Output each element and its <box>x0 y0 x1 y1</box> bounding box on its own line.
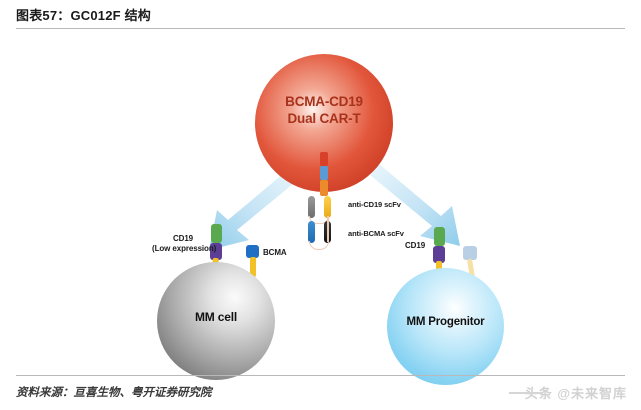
mm-progenitor-label: MM Progenitor <box>406 316 485 328</box>
mm-cell-cd19-label-line1: CD19 <box>172 234 194 243</box>
mm-cell-label: MM cell <box>195 310 237 324</box>
watermark: 头条 @未来智库 <box>508 383 627 402</box>
source-text: 资料来源：亘喜生物、粤开证券研究院 <box>16 387 212 399</box>
cart-label-line1: BCMA-CD19 <box>285 94 363 109</box>
cd19-cap <box>434 227 445 246</box>
mm-cell-cd19-label-line2: (Low expression) <box>152 244 217 254</box>
watermark-text: 头条 @未来智库 <box>524 386 627 401</box>
scfv-linker <box>327 216 329 242</box>
arrow-to-mm-cell <box>191 164 301 259</box>
bcma-stem <box>250 257 256 277</box>
bcma-faded-cap <box>463 246 477 260</box>
car-segment-antigen-binding <box>320 152 328 166</box>
mm-cell-receptor-cd19 <box>207 224 225 281</box>
scfv-structure <box>304 194 348 252</box>
page-title: 图表57：GC012F 结构 <box>16 8 152 23</box>
scfv-bcma-hinge <box>309 241 329 250</box>
mm-cell-bcma-label: BCMA <box>263 248 287 257</box>
mm-progenitor-receptor-bcma-faded <box>460 246 480 286</box>
bcma-cap <box>246 245 259 258</box>
cd19-cap <box>211 224 222 243</box>
cd19-body <box>433 246 445 263</box>
car-segment-signaling <box>320 180 328 196</box>
mm-progenitor-cell: MM Progenitor <box>387 268 504 385</box>
mm-cell-cd19-label: CD19 (Low expression) <box>152 234 217 255</box>
scfv-cd19-arm-left <box>308 196 315 218</box>
scfv-bcma-label: anti-BCMA scFv <box>348 229 404 238</box>
diagram-canvas: BCMA-CD19 Dual CAR-T anti-CD19 scFv anti… <box>16 34 625 385</box>
mm-cell-receptor-bcma <box>244 245 262 285</box>
footer-divider <box>16 375 625 376</box>
mm-cell: MM cell <box>157 262 275 380</box>
scfv-cd19-arm-right <box>324 196 331 218</box>
cart-cell-label: BCMA-CD19 Dual CAR-T <box>255 94 393 128</box>
cart-label-line2: Dual CAR-T <box>287 110 361 126</box>
car-segment-transmembrane <box>320 166 328 180</box>
arrow-to-mm-progenitor <box>368 160 478 255</box>
scfv-bcma-arm-left <box>308 221 315 243</box>
cd19-body <box>210 243 222 260</box>
car-receptor <box>311 152 337 200</box>
mm-progenitor-cd19-label: CD19 <box>405 241 426 250</box>
scfv-cd19-label: anti-CD19 scFv <box>348 200 401 209</box>
watermark-strike <box>508 392 543 394</box>
header-divider <box>16 28 625 29</box>
